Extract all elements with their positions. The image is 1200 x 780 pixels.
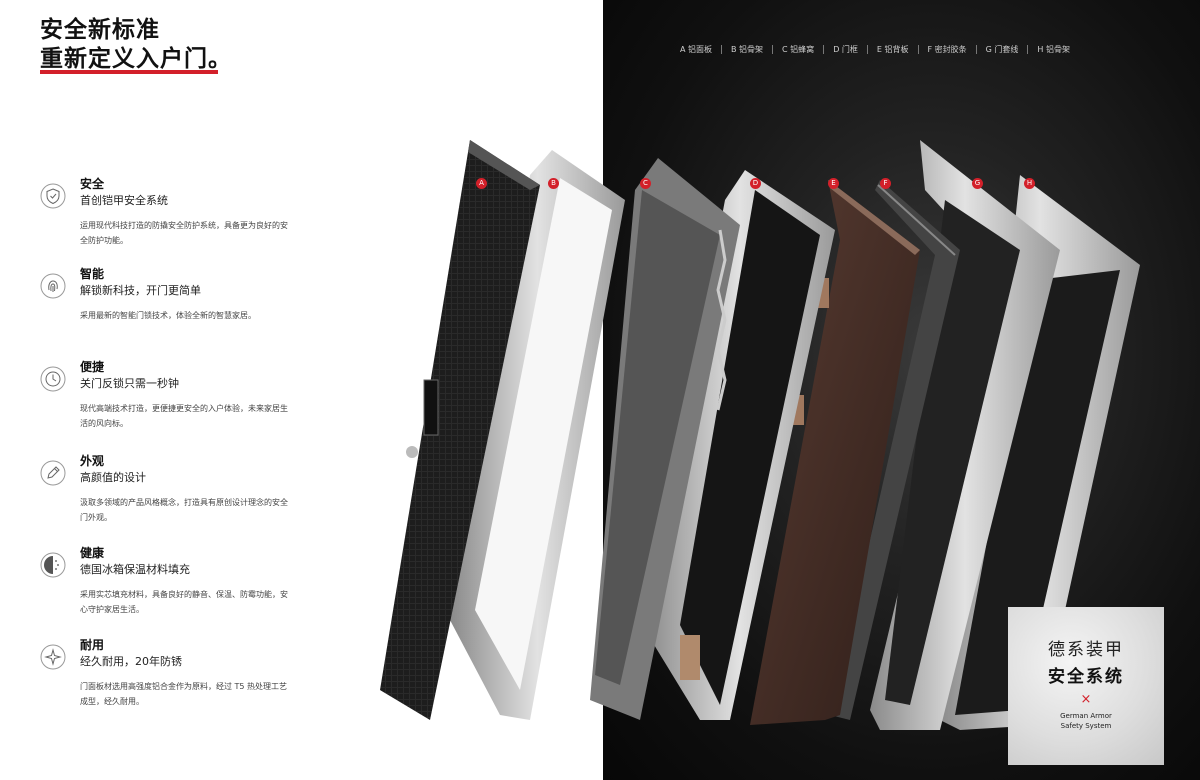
nav-divider [917,44,919,54]
nav-divider [772,44,774,54]
nav-item-b[interactable]: B 铝骨架 [731,44,764,54]
layer-b-skeleton [450,150,625,720]
nav-divider [1027,44,1029,54]
layer-label-f: F [880,178,891,189]
feature-title: 安全 [80,177,105,191]
close-icon: × [1080,692,1092,707]
layer-d-door-frame [645,170,835,720]
feature-title: 耐用 [80,638,105,652]
nav-divider [866,44,868,54]
nav-item-a[interactable]: A 铝面板 [680,44,713,54]
layer-label-a: A [476,178,487,189]
nav-item-d[interactable]: D 门框 [833,44,858,54]
feature-subtitle: 高颜值的设计 [80,471,146,484]
headline-line1: 安全新标准 [40,17,160,43]
feature-desc: 汲取多领域的产品风格概念，打造具有原创设计理念的安全门外观。 [80,498,288,522]
nav-divider [975,44,977,54]
pen-icon [40,460,66,486]
nav-item-c[interactable]: C 铝蜂窝 [782,44,815,54]
sparkle-icon [40,644,66,670]
feature-title: 便捷 [80,360,105,374]
badge-title-line2: 安全系统 [1048,667,1124,687]
layer-label-b: B [548,178,559,189]
fingerprint-icon [40,273,66,299]
feature-desc: 门面板材选用高强度铝合金作为原料，经过 T5 热处理工艺成型，经久耐用。 [80,682,288,706]
shield-icon [40,183,66,209]
exploded-door-illustration [380,140,1140,730]
badge-en-line2: Safety System [1060,722,1112,730]
layer-f-seal [830,180,960,720]
headline-underline [40,70,218,74]
layer-label-d: D [750,178,761,189]
feature-title: 智能 [80,267,105,281]
headline-line2: 重新定义入户门。 [40,46,232,72]
nav-item-h[interactable]: H 铝骨架 [1037,44,1070,54]
layer-label-c: C [640,178,651,189]
nav-divider [721,44,723,54]
feature-desc: 采用实芯填充材料，具备良好的静音、保温、防霉功能，安心守护家居生活。 [80,590,288,614]
layer-c-honeycomb [590,158,740,720]
feature-subtitle: 关门反锁只需一秒钟 [80,377,179,390]
armor-system-badge: 德系装甲 安全系统 × German Armor Safety System [1008,607,1164,765]
nav-item-g[interactable]: G 门套线 [985,44,1019,54]
component-nav: A 铝面板 B 铝骨架 C 铝蜂窝 D 门框 E 铝背板 F 密封胶条 G 门套… [680,42,1070,56]
feature-desc: 运用现代科技打造的防撬安全防护系统，具备更为良好的安全防护功能。 [80,221,288,245]
layer-h-aluminum-frame [940,175,1140,730]
clock-icon [40,366,66,392]
badge-title-line1: 德系装甲 [1048,640,1124,660]
nav-divider [823,44,825,54]
nav-item-f[interactable]: F 密封胶条 [927,44,967,54]
feature-title: 外观 [80,454,105,468]
layer-g-trim [870,140,1060,730]
layer-label-e: E [828,178,839,189]
feature-subtitle: 德国冰箱保温材料填充 [80,563,190,576]
feature-subtitle: 首创铠甲安全系统 [80,194,168,207]
feature-title: 健康 [80,546,105,560]
badge-en-line1: German Armor [1060,712,1112,720]
nav-item-e[interactable]: E 铝背板 [876,44,909,54]
layer-label-h: H [1024,178,1035,189]
leaf-icon [40,552,66,578]
feature-subtitle: 解锁新科技，开门更简单 [80,284,201,297]
feature-subtitle: 经久耐用，20年防锈 [80,655,182,668]
layer-label-g: G [972,178,983,189]
feature-desc: 现代高端技术打造，更便捷更安全的入户体验，未来家居生活的风向标。 [80,404,288,428]
layer-a-face-panel [380,140,540,720]
headline: 安全新标准 重新定义入户门。 [40,16,232,74]
feature-desc: 采用最新的智能门锁技术，体验全新的智慧家居。 [80,311,256,320]
